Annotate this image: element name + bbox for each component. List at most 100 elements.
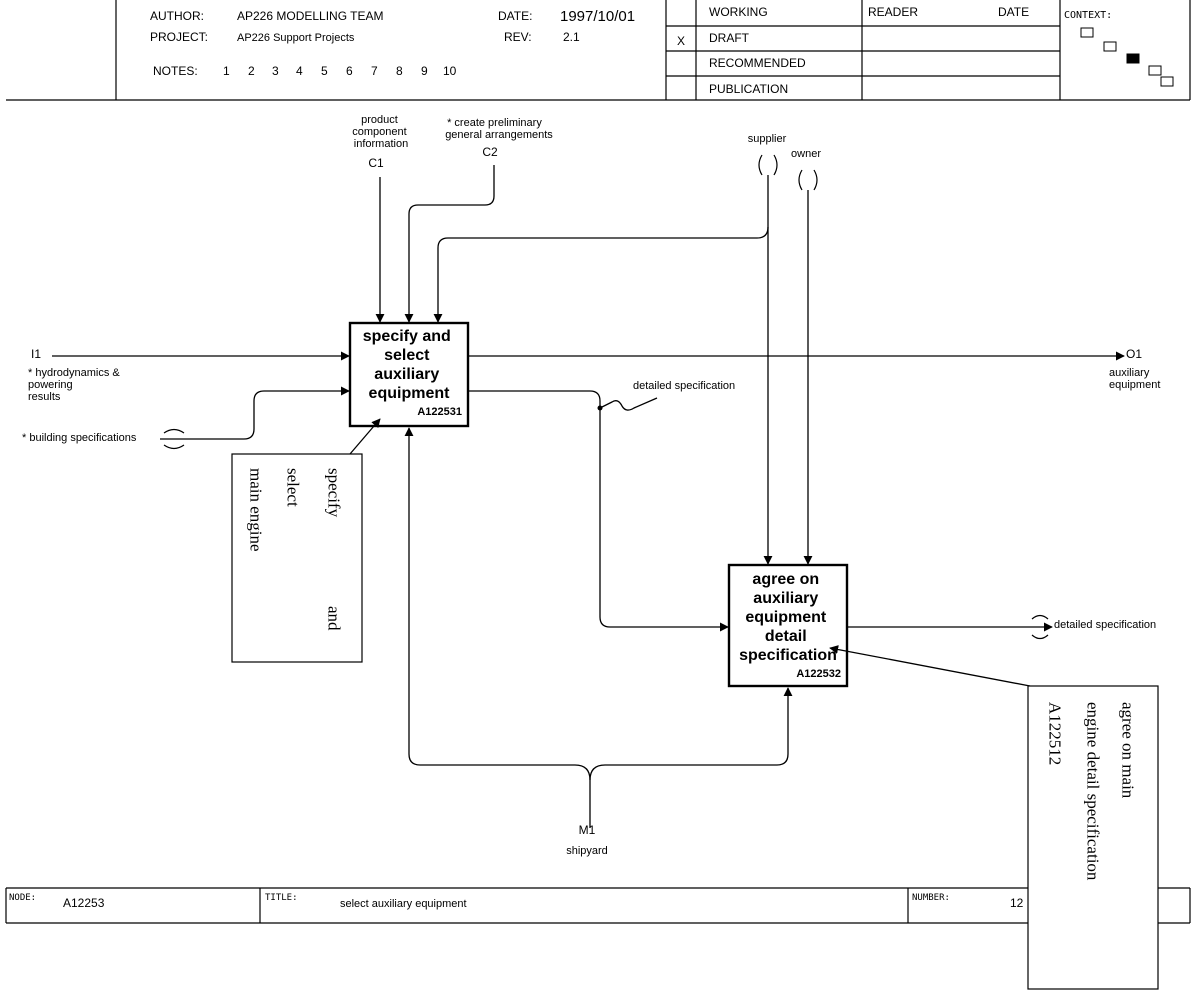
- activity-node-id: A122532: [796, 668, 841, 680]
- label-i1-code: I1: [31, 347, 41, 361]
- author-label: AUTHOR:: [150, 9, 204, 23]
- project-value: AP226 Support Projects: [237, 32, 355, 44]
- tunnel-owner: [798, 169, 818, 191]
- status-working: WORKING: [709, 5, 768, 19]
- context-block: CONTEXT:: [1064, 10, 1174, 87]
- rev-label: REV:: [504, 30, 532, 44]
- svg-text:select: select: [284, 468, 303, 507]
- note-number: 5: [321, 64, 328, 78]
- arrow-supplier-branch: [433, 226, 769, 323]
- label-c1-code: C1: [368, 156, 384, 170]
- footer-frame: [5, 887, 1191, 924]
- svg-text:specify and select: specify and select auxiliary equipment: [363, 328, 455, 402]
- note-number: 9: [421, 64, 428, 78]
- note-left-line: select: [284, 468, 303, 507]
- date-value: 1997/10/01: [560, 8, 635, 25]
- label-o1-code: O1: [1126, 347, 1142, 361]
- title-value: select auxiliary equipment: [340, 898, 467, 910]
- note-number: 4: [296, 64, 303, 78]
- svg-text:A122512: A122512: [1046, 702, 1065, 765]
- node-value: A12253: [63, 896, 105, 910]
- node-label: NODE:: [9, 893, 36, 903]
- notes-numbers: 1 2 3 4 5 6 7 8 9 10: [223, 64, 457, 78]
- reader-label: READER: [868, 5, 918, 19]
- label-c1: product component information: [352, 114, 410, 150]
- tunnel-building-specs: [163, 428, 185, 450]
- arrow-c2: [404, 165, 495, 323]
- activity-label-line: select: [384, 347, 430, 364]
- activity-box-a122531: specify and select auxiliary equipment A…: [348, 321, 470, 428]
- note-right-line: engine detail specification: [1084, 702, 1103, 881]
- label-m1-code: M1: [579, 823, 596, 837]
- svg-text:agree on main: agree on main: [1119, 702, 1138, 799]
- arrow-building-specs: [160, 386, 350, 440]
- note-number: 10: [443, 64, 457, 78]
- label-c2: * create preliminary general arrangement…: [445, 117, 553, 141]
- header-frame: [6, 0, 1191, 101]
- project-label: PROJECT:: [150, 30, 208, 44]
- label-supplier: supplier: [748, 133, 787, 145]
- status-draft: DRAFT: [709, 31, 750, 45]
- note-number: 6: [346, 64, 353, 78]
- tunnel-detailed-spec-out: [1031, 614, 1049, 640]
- title-label: TITLE:: [265, 893, 298, 903]
- number-value: 12: [1010, 896, 1024, 910]
- activity-label-line: specification: [739, 647, 837, 664]
- svg-text:engine detail specification: engine detail specification: [1084, 702, 1103, 881]
- svg-text:specify: specify: [325, 468, 344, 518]
- label-detailed-spec-out: detailed specification: [1054, 619, 1156, 631]
- label-building-specs: * building specifications: [22, 432, 137, 444]
- activity-label-line: auxiliary: [753, 590, 818, 607]
- note-number: 2: [248, 64, 255, 78]
- svg-text:agree on auxiliary: agree on auxiliary equipment detail spec…: [739, 571, 837, 664]
- date-label: DATE:: [498, 9, 532, 23]
- rev-value: 2.1: [563, 30, 580, 44]
- footer-block: NODE: A12253 TITLE: select auxiliary equ…: [9, 893, 1024, 910]
- status-recommended: RECOMMENDED: [709, 56, 806, 70]
- status-block: X WORKING DRAFT RECOMMENDED PUBLICATION …: [677, 5, 1029, 96]
- note-number: 8: [396, 64, 403, 78]
- note-box-left: specify select main engine and: [231, 418, 381, 663]
- label-shipyard: shipyard: [566, 845, 608, 857]
- label-squiggle: [599, 397, 658, 411]
- note-left-line: specify: [325, 468, 344, 518]
- reader-date-label: DATE: [998, 5, 1029, 19]
- arrow-m1-left: [404, 427, 591, 828]
- context-label: CONTEXT:: [1064, 10, 1112, 21]
- note-right-line: A122512: [1046, 702, 1065, 765]
- activity-label-line: detail: [765, 628, 807, 645]
- note-left-and: and: [325, 606, 344, 631]
- activity-label-line: agree on: [752, 571, 819, 588]
- note-number: 7: [371, 64, 378, 78]
- tunnel-supplier: [758, 154, 778, 176]
- author-value: AP226 MODELLING TEAM: [237, 9, 384, 23]
- label-owner: owner: [791, 148, 821, 160]
- number-label: NUMBER:: [912, 893, 950, 903]
- label-c2-code: C2: [482, 145, 498, 159]
- notes-label: NOTES:: [153, 64, 198, 78]
- note-right-line: agree on main: [1119, 702, 1138, 799]
- activity-label-line: equipment: [369, 385, 451, 402]
- label-o1: auxiliary equipment: [1109, 367, 1160, 391]
- activity-label-line: specify and: [363, 328, 451, 345]
- label-detailed-spec: detailed specification: [633, 380, 735, 392]
- note-box-right: agree on main engine detail specificatio…: [829, 645, 1159, 990]
- label-i1: * hydrodynamics & powering results: [28, 367, 123, 403]
- note-box-right-pointer: [829, 645, 1031, 687]
- header-author-block: AUTHOR: AP226 MODELLING TEAM PROJECT: AP…: [150, 8, 635, 78]
- activity-label-line: equipment: [745, 609, 827, 626]
- activity-label-line: auxiliary: [374, 366, 439, 383]
- context-boxes: [1080, 27, 1174, 87]
- note-number: 1: [223, 64, 230, 78]
- junction-dot: [597, 405, 603, 411]
- note-left-line: main engine: [247, 468, 266, 552]
- arrow-m1-right: [589, 687, 793, 781]
- draft-check-mark: X: [677, 34, 685, 48]
- status-publication: PUBLICATION: [709, 82, 788, 96]
- note-box-left-pointer: [349, 418, 381, 455]
- svg-text:main engine: main engine: [247, 468, 266, 552]
- arrow-detailed-spec-internal: [469, 390, 729, 632]
- note-number: 3: [272, 64, 279, 78]
- activity-node-id: A122531: [417, 406, 462, 418]
